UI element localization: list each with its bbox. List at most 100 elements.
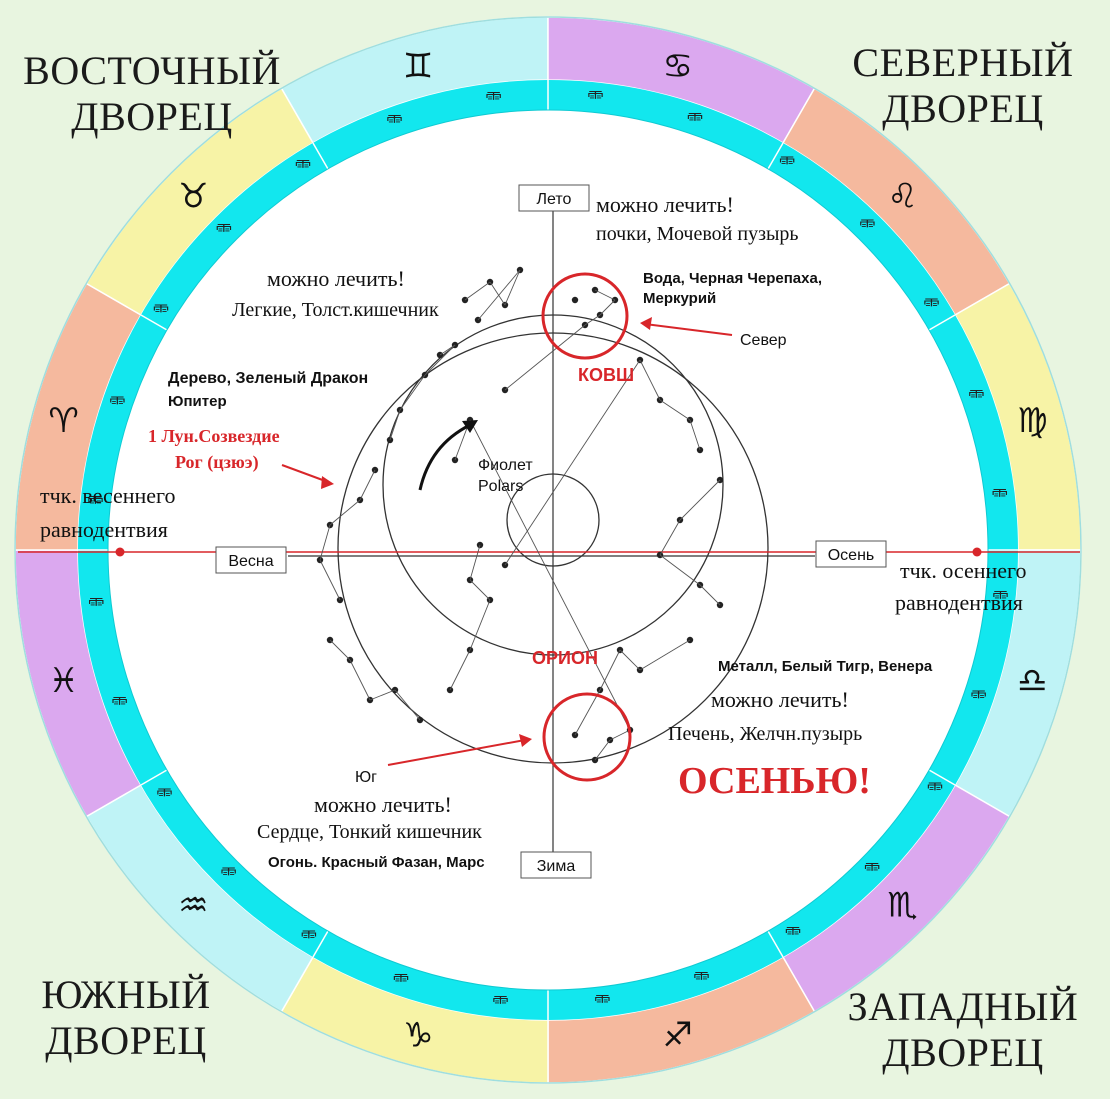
sagittarius-glyph: ♐: [663, 1015, 693, 1055]
lunar-mansion-icon: ⻗: [392, 973, 409, 993]
zodiac-sectors: [14, 16, 1082, 1084]
west-palace-label: ЗАПАДНЫЙ ДВОРЕЦ: [838, 984, 1088, 1076]
constellation-line: [424, 344, 456, 376]
constellation-line: [469, 544, 481, 581]
east-palace-line2: ДВОРЕЦ: [71, 94, 233, 139]
orion-label: ОРИОН: [532, 648, 598, 668]
lunar-mansion-icon: ⻗: [587, 89, 604, 109]
lunar-mansion-icon: ⻗: [968, 389, 985, 409]
lunar-mansion-icon: ⻗: [300, 929, 317, 949]
constellation-line: [319, 559, 341, 601]
east-palace-label: ВОСТОЧНЫЙ ДВОРЕЦ: [18, 48, 286, 140]
constellation-line: [477, 269, 521, 321]
constellation-line: [469, 419, 631, 731]
west-treatment-line1: можно лечить!: [711, 687, 849, 712]
constellation-line: [439, 344, 456, 356]
lunar-mansion-icon: ⻗: [87, 494, 104, 514]
constellation-line: [359, 469, 376, 501]
constellation-line: [349, 659, 371, 701]
south-direction-label: Юг: [355, 769, 377, 786]
orion-highlight-circle: [542, 692, 632, 782]
lunar-constellation-line1: 1 Лун.Созвездие: [148, 426, 280, 446]
east-treatment-line1: можно лечить!: [267, 266, 405, 291]
lunar-arrow: [281, 464, 329, 483]
north-palace-line2: ДВОРЕЦ: [882, 86, 1044, 131]
lunar-mansion-icon: ⻗: [220, 866, 237, 886]
ring-divider: [312, 142, 329, 170]
constellation-line: [469, 599, 491, 651]
cancer-glyph: ♋: [663, 47, 693, 87]
lunar-mansion-icon: ⻗: [992, 590, 1009, 610]
autumn-equinox-line2: равнодентвия: [895, 590, 1023, 615]
winter-box: [520, 851, 592, 879]
south-palace-label: ЮЖНЫЙ ДВОРЕЦ: [28, 972, 224, 1064]
lunar-mansion-icon: ⻗: [594, 994, 611, 1014]
lunar-mansion-icon: ⻗: [215, 223, 232, 243]
spring-label: Весна: [228, 553, 273, 570]
ring-divider: [140, 769, 168, 786]
gemini-glyph: ♊: [403, 47, 433, 87]
lunar-constellation-line2: Рог (цзюэ): [175, 452, 259, 473]
constellation-line: [319, 524, 331, 561]
ring-divider: [767, 142, 784, 170]
rotation-arrow: [418, 423, 471, 491]
constellation-line: [504, 269, 521, 306]
lunar-mansion-icon: ⻗: [152, 303, 169, 323]
star: [571, 296, 579, 304]
east-treatment-line2: Легкие, Толст.кишечник: [232, 299, 439, 321]
lunar-mansion-icon: ⻗: [111, 695, 128, 715]
constellation-line: [594, 289, 616, 301]
virgo-glyph: ♍: [1017, 401, 1047, 441]
east-element-line2: Юпитер: [168, 393, 227, 410]
rotation-arrowhead-icon: [462, 420, 478, 433]
lunar-mansion-icon: ⻗: [693, 970, 710, 990]
ring-divider: [312, 930, 329, 958]
lunar-mansion-icon: ⻗: [156, 787, 173, 807]
constellation-line: [599, 649, 621, 691]
east-element-line1: Дерево, Зеленый Дракон: [168, 370, 368, 387]
constellation-line: [699, 584, 721, 606]
constellation-line: [639, 359, 661, 401]
south-palace-line1: ЮЖНЫЙ: [41, 972, 211, 1017]
autumn-banner: ОСЕНЬЮ!: [678, 760, 871, 802]
constellation-line: [679, 479, 721, 521]
north-palace-label: СЕВЕРНЫЙ ДВОРЕЦ: [848, 40, 1078, 132]
spring-equinox-line1: тчк. весеннего: [40, 483, 176, 508]
ring-divider: [767, 930, 784, 958]
north-palace-line1: СЕВЕРНЫЙ: [852, 40, 1074, 85]
constellation-line: [329, 639, 351, 661]
constellation-line: [609, 729, 631, 741]
autumn-equinox-line1: тчк. осеннего: [900, 558, 1027, 583]
east-palace-line1: ВОСТОЧНЫЙ: [23, 48, 281, 93]
leo-glyph: ♌: [887, 176, 917, 216]
ring-divider: [140, 314, 168, 331]
pisces-glyph: ♓: [48, 661, 78, 701]
south-arrowhead-icon: [519, 734, 532, 747]
constellation-line: [464, 281, 491, 301]
autumn-label: Осень: [828, 547, 875, 564]
constellation-line: [449, 649, 471, 691]
west-treatment-line2: Печень, Желчн.пузырь: [668, 723, 862, 745]
ring-divider: [928, 314, 956, 331]
south-treatment-line2: Сердце, Тонкий кишечник: [257, 821, 482, 843]
lunar-mansion-icon: ⻗: [386, 114, 403, 134]
constellation-line: [689, 419, 701, 451]
dipper-label: КОВШ: [578, 365, 634, 385]
north-direction-label: Север: [740, 332, 787, 349]
star-chart: [18, 195, 1080, 860]
north-arrowhead-icon: [640, 317, 652, 330]
capricorn-glyph: ♑: [403, 1015, 433, 1055]
west-palace-line2: ДВОРЕЦ: [882, 1030, 1044, 1075]
north-element-line2: Меркурий: [643, 290, 716, 307]
constellation-line: [659, 519, 681, 556]
lunar-mansion-icon: ⻗: [492, 995, 509, 1015]
scorpio-glyph: ♏: [887, 886, 917, 926]
west-element-label: Металл, Белый Тигр, Венера: [718, 658, 933, 675]
center-label-line1: Фиолет: [478, 457, 533, 474]
lunar-mansion-icon: ⻗: [109, 395, 126, 415]
taurus-glyph: ♉: [178, 176, 208, 216]
north-treatment-line1: можно лечить!: [596, 192, 734, 217]
constellation-line: [489, 281, 506, 306]
aquarius-glyph: ♒: [178, 886, 208, 926]
